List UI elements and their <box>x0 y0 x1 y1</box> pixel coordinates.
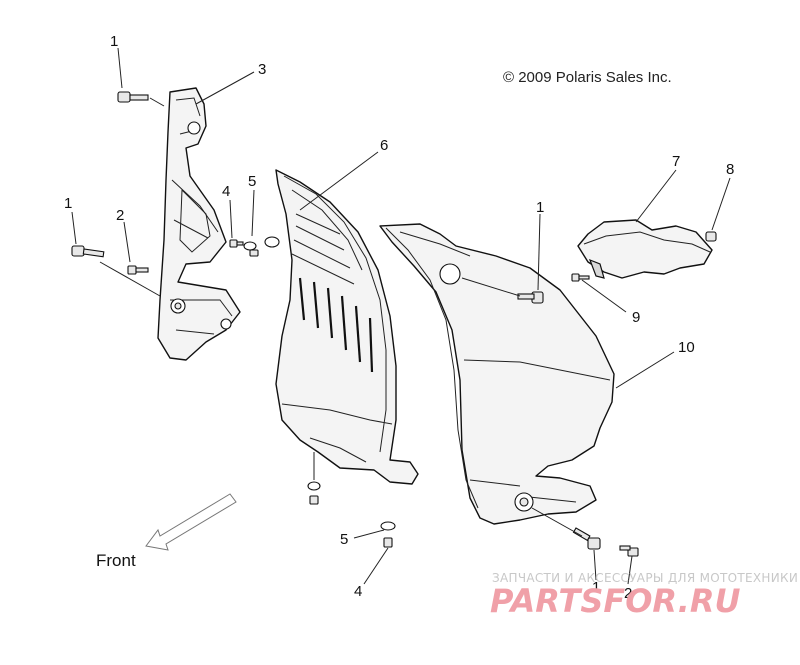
callout-1-right: 1 <box>536 199 544 216</box>
callout-2-bottom: 2 <box>624 585 632 602</box>
watermark-logo: PARTSFOR.RU <box>490 582 740 620</box>
leader-lines <box>71 47 731 585</box>
callout-1-bottom: 1 <box>592 579 600 596</box>
callout-9: 9 <box>632 309 640 326</box>
callout-1-top: 1 <box>110 33 118 50</box>
front-arrow: Front <box>96 493 237 570</box>
callout-3: 3 <box>258 61 266 78</box>
watermark: ЗАПЧАСТИ И АКСЕССУАРЫ ДЛЯ МОТОТЕХНИКИ PA… <box>490 571 798 620</box>
callout-4-top: 4 <box>222 183 230 200</box>
part-6-inner-panel <box>275 169 419 485</box>
watermark-tagline: ЗАПЧАСТИ И АКСЕССУАРЫ ДЛЯ МОТОТЕХНИКИ <box>492 571 798 585</box>
callout-10: 10 <box>678 339 695 356</box>
callout-8: 8 <box>726 161 734 178</box>
callout-labels: 1 3 1 2 4 5 6 7 8 1 9 10 5 4 1 2 <box>64 33 734 602</box>
front-label: Front <box>96 551 136 570</box>
callout-7: 7 <box>672 153 680 170</box>
callout-1-left: 1 <box>64 195 72 212</box>
callout-4-bottom: 4 <box>354 583 362 600</box>
callout-5-top: 5 <box>248 173 256 190</box>
callout-5-bottom: 5 <box>340 531 348 548</box>
callout-2-left: 2 <box>116 207 124 224</box>
copyright-text: © 2009 Polaris Sales Inc. <box>503 69 672 86</box>
fasteners <box>71 91 717 557</box>
part-3-bracket <box>157 87 241 361</box>
part-7-heat-shield <box>577 219 713 279</box>
callout-6: 6 <box>380 137 388 154</box>
part-10-outer-panel <box>379 223 615 525</box>
